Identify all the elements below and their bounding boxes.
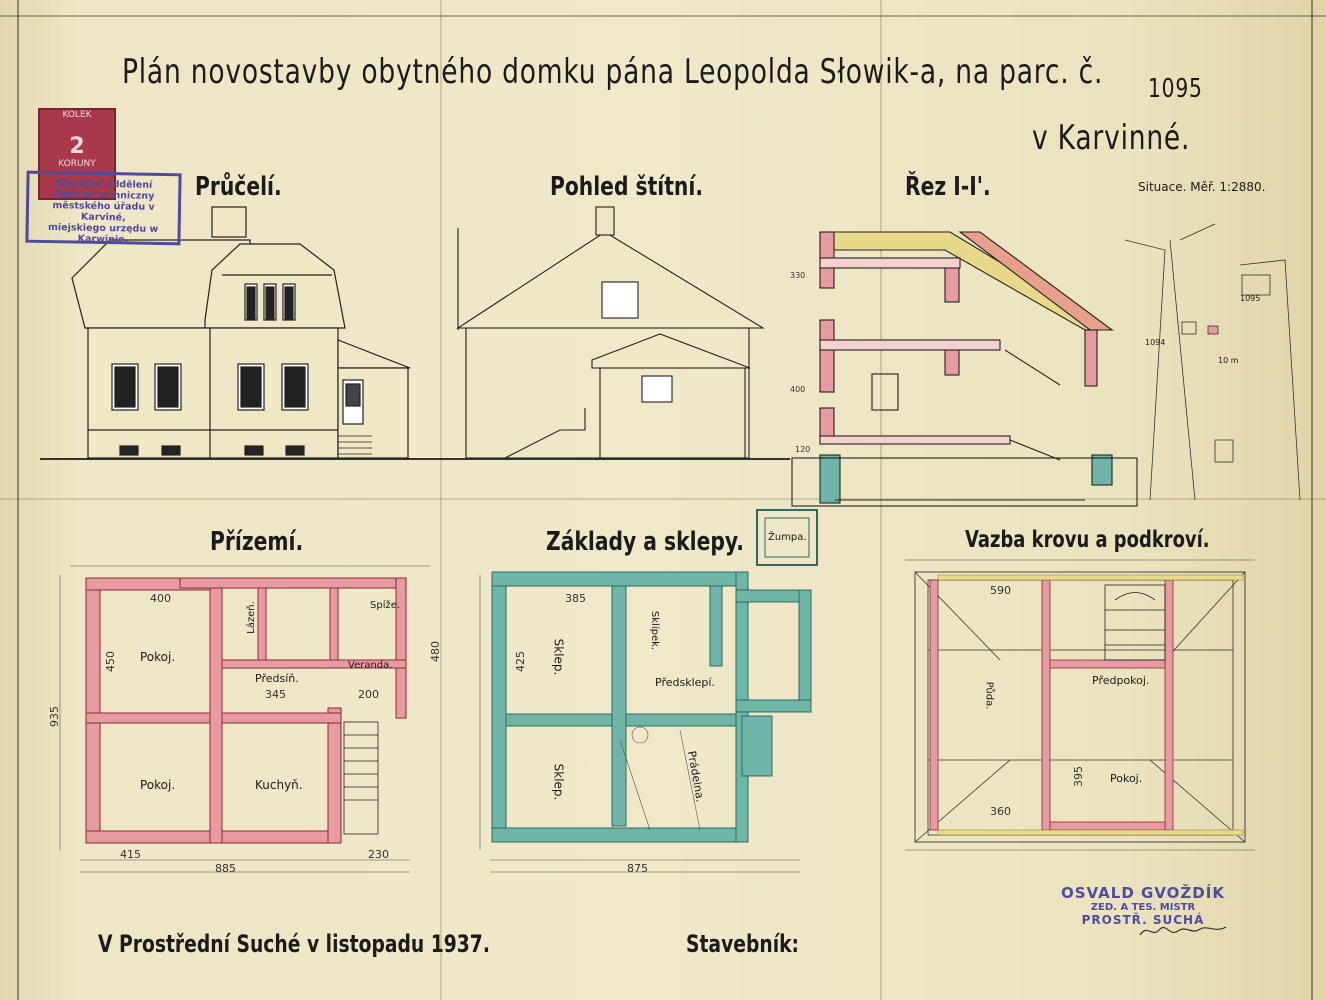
place-date: V Prostřední Suché v listopadu 1937. — [98, 930, 490, 958]
parcel-number: 1095 — [1148, 74, 1203, 104]
room-label: Sklep. — [551, 638, 566, 676]
room-label: Sklípek. — [649, 610, 661, 651]
dimension: 395 — [1072, 766, 1085, 787]
dimension: 480 — [429, 641, 442, 662]
view-title-site: Situace. Měř. 1:2880. — [1138, 180, 1266, 194]
room-label: Žumpa. — [768, 532, 807, 543]
site-label: 1095 — [1240, 294, 1261, 303]
svg-text:120: 120 — [795, 445, 810, 454]
dimension: 200 — [358, 688, 379, 701]
view-title-section: Řez I-I'. — [905, 172, 991, 202]
ground-stairs — [343, 721, 379, 835]
title-line2: v Karvinné. — [1032, 118, 1191, 158]
site-label: 1094 — [1145, 338, 1166, 347]
room-label: Pokoj. — [140, 650, 176, 664]
dimension: 935 — [48, 706, 61, 727]
room-label: Půda. — [983, 681, 995, 710]
view-title-foundations: Základy a sklepy. — [546, 527, 744, 557]
room-label: Pokoj. — [1110, 772, 1143, 785]
dimension: 450 — [104, 651, 117, 672]
signature — [1139, 926, 1227, 936]
room-label: Spíže. — [370, 600, 401, 611]
dimension: 360 — [990, 805, 1011, 818]
attic-walls — [929, 579, 1174, 831]
room-label: Veranda. — [348, 660, 393, 671]
svg-text:330: 330 — [790, 271, 805, 280]
paper-fold — [0, 498, 1326, 500]
attic-stairs — [1104, 584, 1166, 661]
view-title-roof: Vazba krovu a podkroví. — [965, 527, 1210, 553]
revenue-stamp: KOLEK 2 KORUNY — [38, 108, 116, 200]
svg-text:400: 400 — [790, 385, 805, 394]
room-label: Pokoj. — [140, 778, 176, 792]
site-plan — [1124, 223, 1301, 501]
builder-stamp: OSVALD GVOŽDÍK ZED. A TES. MISTR PROSTŘ.… — [1058, 884, 1228, 951]
gable-elevation — [456, 206, 765, 459]
title-line1: Plán novostavby obytného domku pána Leop… — [122, 52, 1104, 92]
room-label: Předsíň. — [255, 672, 299, 685]
view-title-ground: Přízemí. — [210, 527, 304, 557]
dimension: 400 — [150, 592, 171, 605]
foundation-plan — [491, 571, 812, 843]
office-stamp: Stavební oddělení Oddział techniczny měs… — [25, 170, 182, 245]
builder-label: Stavebník: — [686, 930, 800, 958]
room-label: Předpokoj. — [1092, 674, 1150, 687]
dimension: 345 — [265, 688, 286, 701]
room-label: Sklep. — [551, 763, 566, 801]
front-elevation — [71, 206, 411, 459]
dimension: 885 — [215, 862, 236, 875]
dimension: 875 — [627, 862, 648, 875]
cesspit — [756, 509, 818, 566]
dimension: 590 — [990, 584, 1011, 597]
dimension: 230 — [368, 848, 389, 861]
view-title-front: Průčelí. — [195, 172, 282, 202]
dimension: 385 — [565, 592, 586, 605]
room-label: Kuchyň. — [255, 778, 303, 792]
view-title-gable: Pohled štítní. — [550, 172, 704, 202]
dimension: 425 — [514, 651, 527, 672]
section-view — [791, 231, 1138, 507]
room-label: Předsklepí. — [655, 676, 715, 689]
paper-fold — [440, 0, 442, 1000]
ground-floor-plan — [85, 577, 407, 844]
site-label: 10 m — [1218, 356, 1239, 365]
dimension: 415 — [120, 848, 141, 861]
roof-plan — [914, 571, 1246, 843]
room-label: Lázeň. — [245, 601, 257, 634]
